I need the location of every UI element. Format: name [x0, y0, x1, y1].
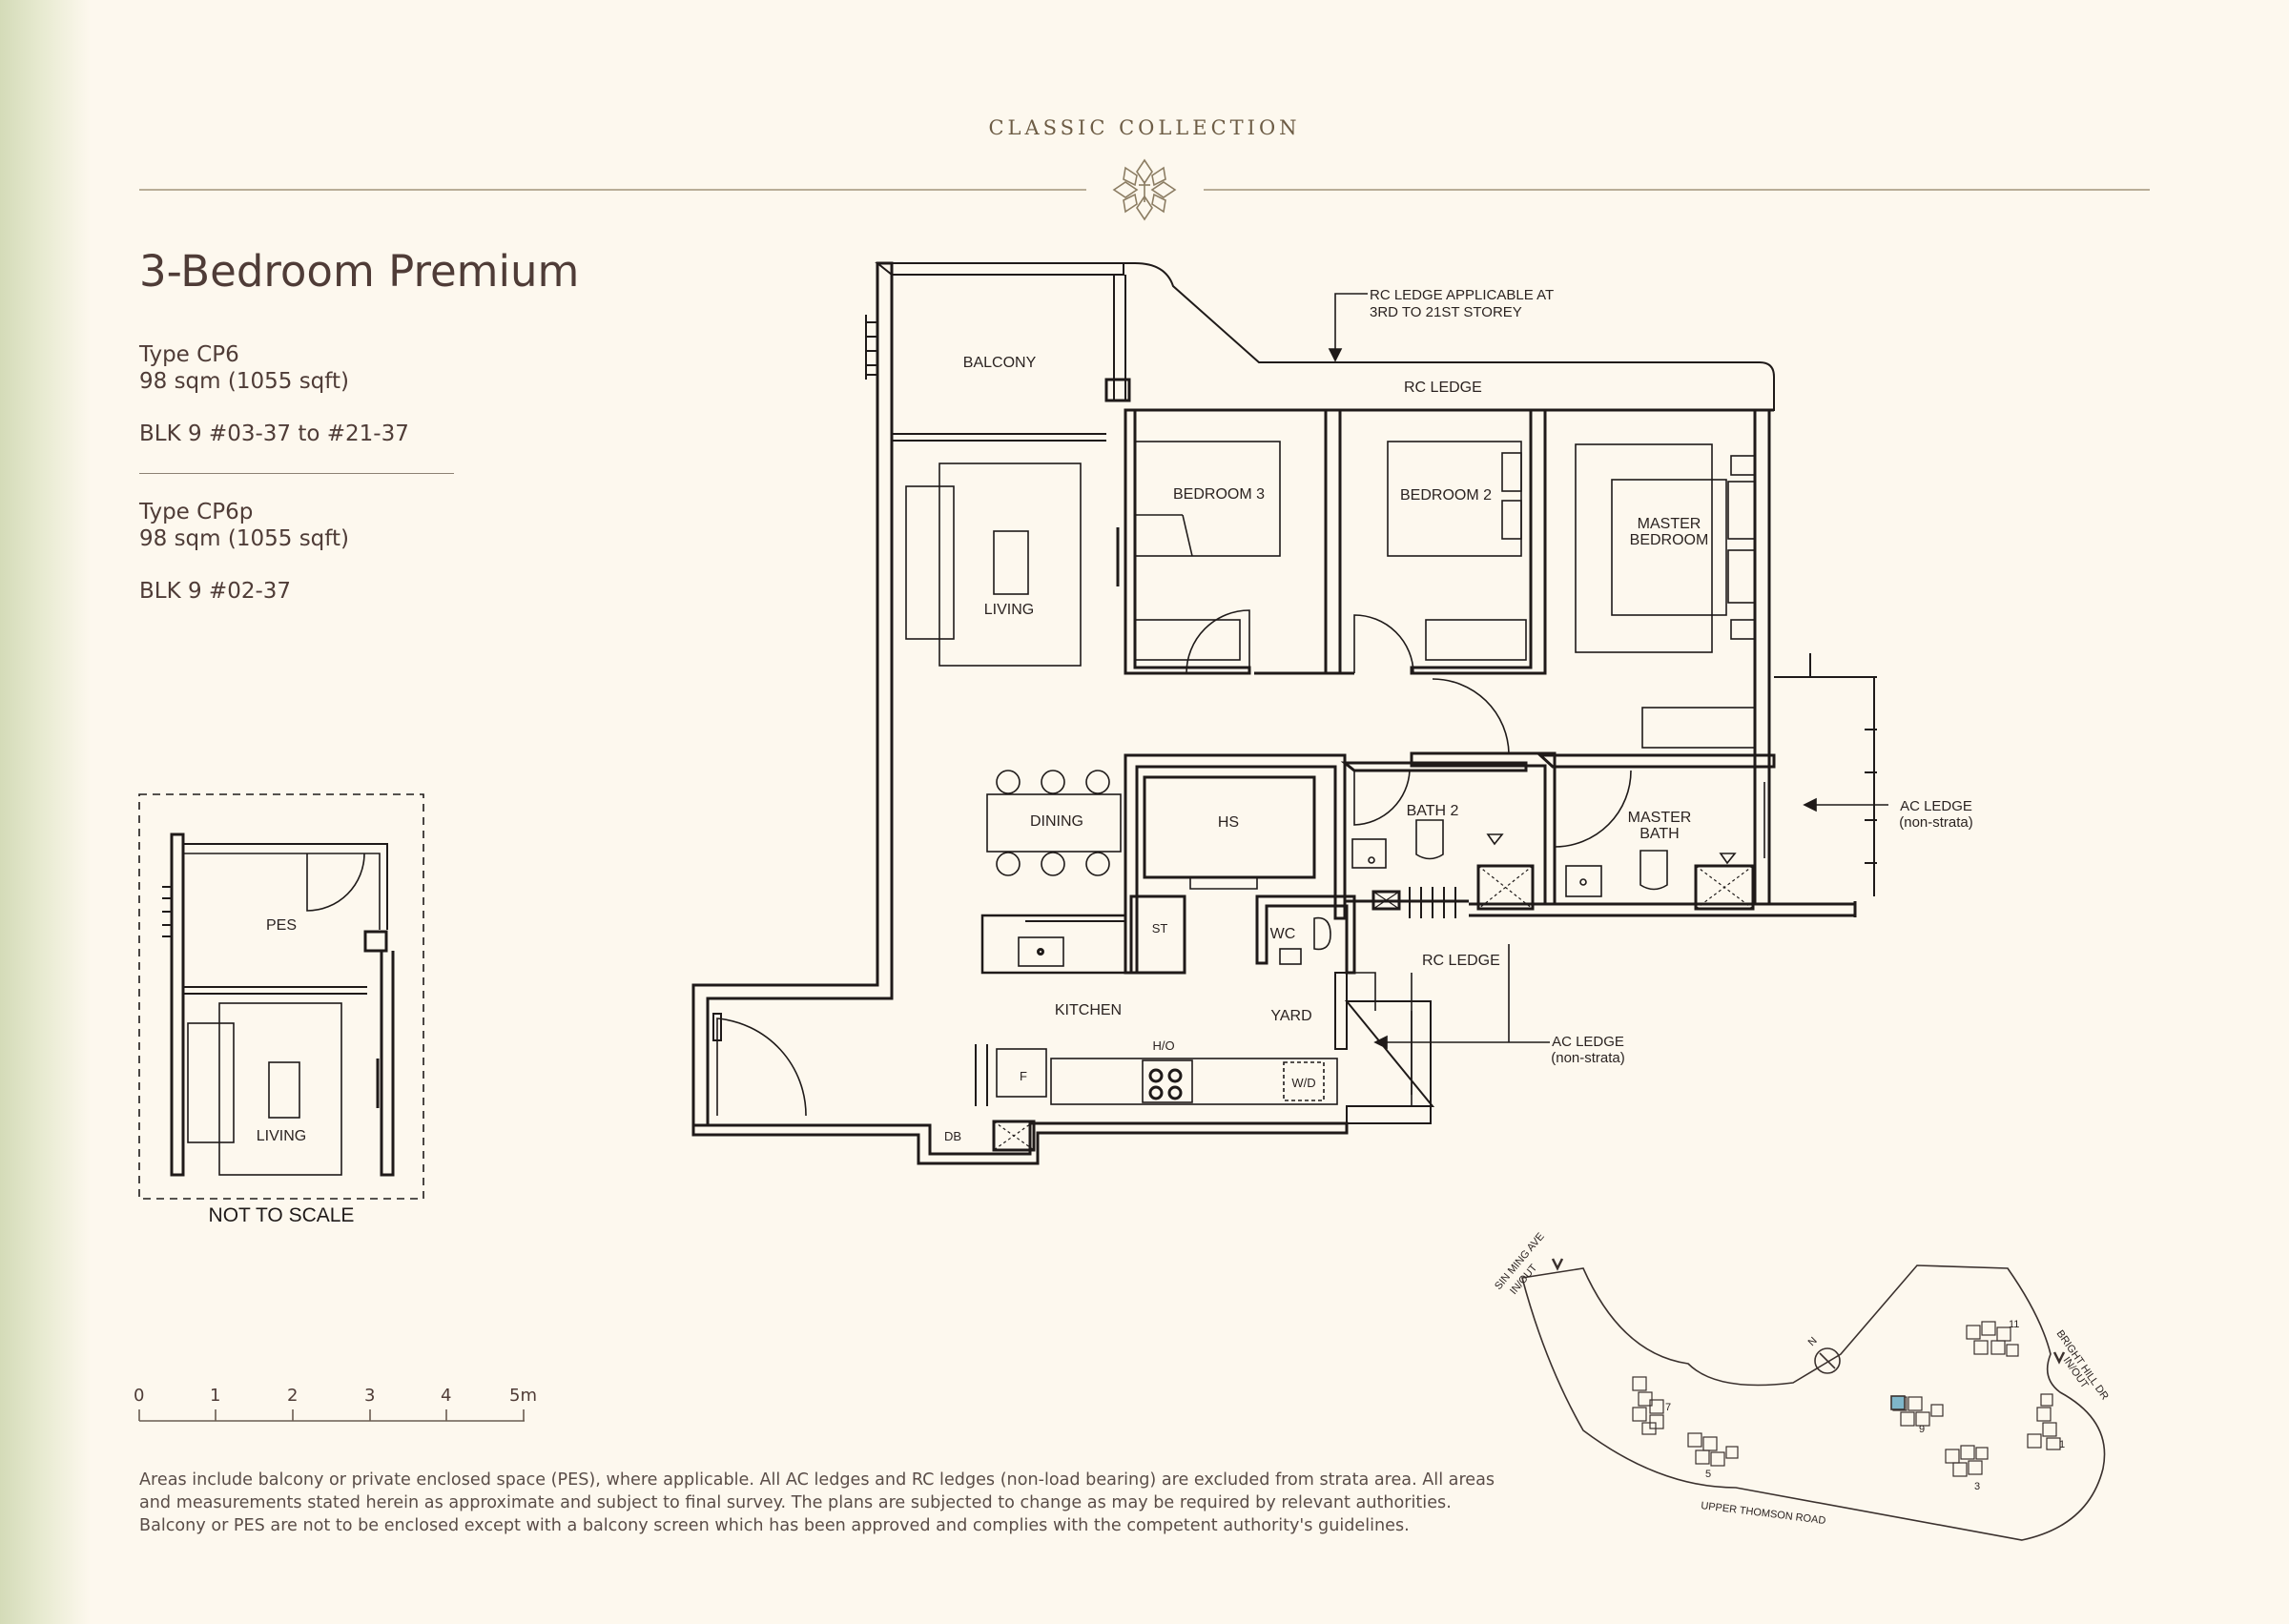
room-kitchen: KITCHEN [1055, 1002, 1122, 1018]
block-3: 3 [1974, 1481, 1980, 1492]
block-5: 5 [1705, 1469, 1711, 1480]
room-dining: DINING [1030, 813, 1083, 830]
label-fridge: F [1020, 1069, 1027, 1083]
rc-ledge-mid-label: RC LEDGE [1422, 953, 1500, 969]
sidebar-tint [0, 0, 91, 1624]
scale-bar [138, 1409, 525, 1422]
unit-title: 3-Bedroom Premium [139, 246, 580, 297]
header-rule-right [1204, 189, 2150, 191]
room-master-line1: MASTER [1638, 516, 1701, 532]
block-7: 7 [1665, 1402, 1671, 1413]
scale-label-5m: 5m [509, 1386, 537, 1406]
leaf-crest-icon [1112, 158, 1177, 221]
block-1: 1 [2059, 1439, 2065, 1450]
type-b-units: BLK 9 #02-37 [139, 579, 292, 604]
balcony-outline [892, 262, 1775, 411]
scale-label-3: 3 [364, 1386, 376, 1406]
ac-ledge-right-line2: (non-strata) [1899, 814, 1973, 831]
bright-hill-line1: BRIGHT HILL DR [2054, 1328, 2111, 1403]
block-11: 11 [2009, 1319, 2019, 1330]
block-9: 9 [1919, 1424, 1925, 1435]
ac-ledge-mid-line2: (non-strata) [1551, 1050, 1625, 1066]
type-a-area: 98 sqm (1055 sqft) [139, 369, 349, 394]
site-plan [1520, 1258, 2106, 1541]
not-to-scale-caption: NOT TO SCALE [208, 1204, 355, 1226]
room-master-bath-line1: MASTER [1628, 810, 1692, 826]
info-divider [139, 473, 454, 474]
room-bedroom2: BEDROOM 2 [1400, 487, 1492, 504]
label-wd: W/D [1291, 1076, 1315, 1090]
exterior-wall-north-balcony [875, 262, 1124, 276]
scale-label-0: 0 [134, 1386, 145, 1406]
label-db: DB [944, 1129, 961, 1143]
type-a-name: Type CP6 [139, 342, 239, 367]
type-b-area: 98 sqm (1055 sqft) [139, 526, 349, 551]
room-wc: WC [1270, 926, 1296, 942]
type-b-name: Type CP6p [139, 500, 254, 524]
room-yard: YARD [1270, 1008, 1311, 1024]
room-hs: HS [1218, 814, 1239, 831]
exterior-wall-south [691, 1121, 1349, 1165]
label-ho: H/O [1152, 1038, 1174, 1053]
room-master-bath-line2: BATH [1639, 826, 1679, 842]
disclaimer-line: Balcony or PES are not to be enclosed ex… [139, 1516, 1410, 1535]
bedrooms-wall [1124, 408, 1251, 675]
rc-ledge-note-line1: RC LEDGE APPLICABLE AT [1370, 287, 1554, 303]
room-st: ST [1152, 921, 1168, 935]
room-living: LIVING [984, 602, 1034, 618]
disclaimer-line: Areas include balcony or private enclose… [139, 1470, 1495, 1490]
type-a-units: BLK 9 #03-37 to #21-37 [139, 421, 409, 446]
room-master-line2: BEDROOM [1630, 532, 1709, 548]
ac-ledge-mid-line1: AC LEDGE [1552, 1034, 1624, 1050]
inset-living-label: LIVING [257, 1128, 306, 1144]
pes-inset: PES LIVING [138, 793, 424, 1200]
header-rule-left [139, 189, 1086, 191]
north-label: N [1806, 1335, 1820, 1348]
highlight-block [1890, 1395, 1906, 1410]
scale-label-1: 1 [210, 1386, 221, 1406]
hs-wall [1124, 753, 1347, 975]
room-balcony: BALCONY [963, 355, 1037, 371]
disclaimer-line: and measurements stated herein as approx… [139, 1493, 1452, 1512]
collection-title: CLASSIC COLLECTION [988, 116, 1301, 139]
rc-ledge-label: RC LEDGE [1404, 380, 1482, 396]
rc-ledge-note-line2: 3RD TO 21ST STOREY [1370, 304, 1522, 320]
scale-label-2: 2 [287, 1386, 299, 1406]
ac-ledge-right-line1: AC LEDGE [1900, 798, 1972, 814]
room-bath2: BATH 2 [1407, 803, 1459, 819]
exterior-wall-west [691, 261, 894, 1127]
inset-pes-label: PES [266, 917, 297, 934]
room-bedroom3: BEDROOM 3 [1173, 486, 1265, 503]
disclaimer: Areas include balcony or private enclose… [139, 1469, 1627, 1537]
scale-label-4: 4 [441, 1386, 452, 1406]
upper-thomson-label: UPPER THOMSON ROAD [1701, 1500, 1826, 1527]
